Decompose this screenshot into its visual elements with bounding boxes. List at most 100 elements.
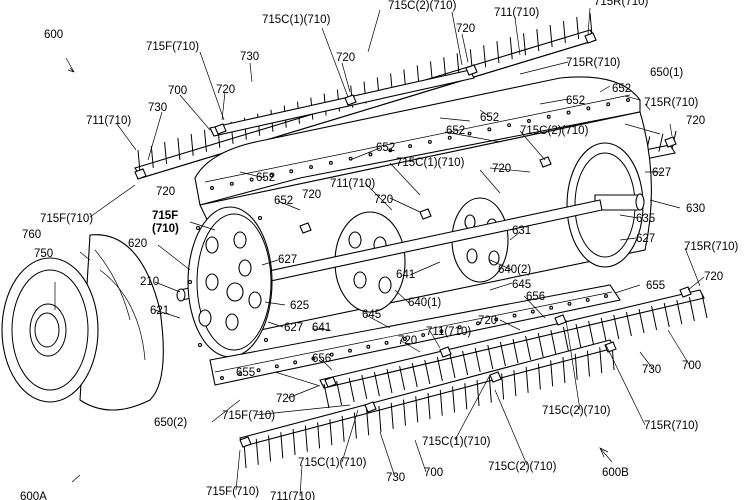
end-plate-hole [233,231,247,249]
bracket-720 [364,401,377,413]
tine [496,41,500,64]
tine [509,37,513,60]
tine [701,293,708,319]
tine [562,21,566,44]
tine [588,320,595,346]
bracket-720 [604,341,617,353]
label-711-low: 711(710) [426,326,471,338]
plate-hole [549,305,554,310]
tine [427,392,431,420]
end-plate-hole [198,309,212,327]
tine [341,415,345,442]
plate-hole [249,177,254,182]
label-750: 750 [34,248,53,260]
tine [625,311,632,337]
reference-labels: 600 600A 600B 715C(1)(710) 715C(2)(710) … [20,0,739,500]
tine [613,314,620,340]
label-600: 600 [44,29,63,41]
tine [574,353,578,380]
tine [663,302,670,328]
tine [280,432,284,459]
label-730-right: 730 [642,364,661,376]
tine [456,53,460,76]
tine [348,377,355,403]
tine [378,406,382,433]
label-711-mid: 711(710) [330,178,375,190]
tine [353,412,357,439]
tine [386,368,393,394]
plate-hole [626,98,630,102]
label-655-left: 655 [236,367,255,379]
lower-tine-bar-middle [319,289,708,409]
tine [638,308,645,334]
plate-hole [512,313,517,318]
plate-hole [309,165,313,169]
bracket-720 [214,123,227,135]
plate-hole [606,102,611,107]
label-715c2-low: 715C(2)(710) [542,405,611,417]
label-715r-upper: 715R(710) [566,57,621,69]
label-715f-bold: 715F [152,210,178,222]
tine [439,389,443,416]
tine [575,323,582,349]
tine [462,350,469,376]
tine [536,29,540,52]
label-627-low: 627 [284,322,303,334]
label-720-low: 720 [478,315,497,327]
bracket-720 [489,371,502,383]
tine [452,386,456,413]
end-plate-hole [205,236,219,254]
plate-hole [229,181,234,186]
tine [390,402,394,429]
tine [399,365,406,391]
tine [562,326,569,352]
tine [361,374,368,400]
plate-hole [348,348,352,353]
tine [449,353,456,379]
label-715r-top: 715R(710) [594,0,649,8]
label-720-mid3: 720 [374,194,393,206]
disc-hole [466,248,478,264]
label-720-right1: 720 [686,115,705,127]
tine [513,370,517,397]
label-641-b: 641 [312,322,331,334]
disc-hole [348,231,362,249]
plate-hole [238,372,243,377]
label-715c2-bottom: 715C(2)(710) [488,461,557,473]
label-620: 620 [128,238,147,250]
label-720-low2: 720 [398,335,417,347]
plate-hole [402,337,407,341]
tine [576,16,580,40]
tine [550,360,554,387]
plate-hole [527,119,531,123]
label-652-a: 652 [612,83,631,95]
label-720-right2: 720 [704,271,723,283]
tine [589,12,593,36]
tine [424,359,431,385]
plate-hole [546,114,551,119]
label-652-f: 652 [256,172,275,184]
plate-hole [457,325,462,330]
tine [562,357,566,384]
tine [373,371,380,397]
lower-cover-650-2 [209,284,621,386]
label-730-top: 730 [240,51,259,63]
plate-hole [220,376,224,380]
tine [402,399,406,426]
plate-hole [210,186,214,190]
end-plate-hole [238,259,252,277]
plate-hole [567,301,572,306]
label-715c1-top: 715C(1)(710) [262,14,331,26]
plate-hole [566,110,571,115]
drum-body [176,111,652,358]
label-700-bottom: 700 [424,467,443,479]
label-656-right: 656 [526,291,545,303]
upper-rear-bar [209,69,475,137]
tine [292,428,296,455]
label-645-a: 645 [512,279,531,291]
bracket-720 [539,156,552,168]
label-652-c: 652 [480,112,499,124]
tine [476,379,480,406]
bracket-720 [344,94,357,106]
plate-hole [368,152,373,157]
